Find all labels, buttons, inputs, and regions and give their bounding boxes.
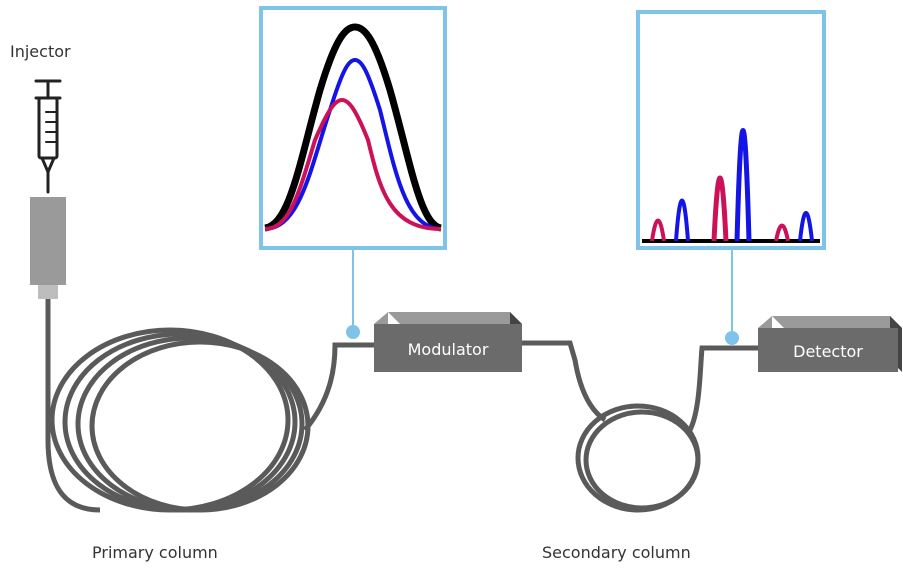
peak-black [263,23,443,232]
injector-label: Injector [10,42,71,61]
peak-crimson-3 [774,223,790,242]
peak-blue [264,57,442,231]
detector-label: Detector [793,342,863,361]
syringe-icon [34,79,62,194]
secondary-inset-connector [725,249,739,345]
modulator-box: Modulator [374,312,522,372]
peak-blue-1 [674,198,690,242]
peak-crimson-2 [711,175,729,242]
peak-blue-2 [734,128,752,242]
primary-chromatogram-inset [259,6,447,250]
modulator-label: Modulator [408,340,489,359]
detector-box: Detector [758,316,902,372]
primary-column-coil [45,299,380,513]
injector-port [30,197,66,299]
primary-column-label: Primary column [92,543,218,562]
primary-inset-connector [346,249,360,339]
secondary-chromatogram-inset [636,10,826,250]
peak-blue-3 [798,211,814,242]
secondary-column-coil [522,340,758,513]
peak-crimson [264,97,442,231]
secondary-column-label: Secondary column [542,543,691,562]
peak-crimson-1 [650,218,666,242]
